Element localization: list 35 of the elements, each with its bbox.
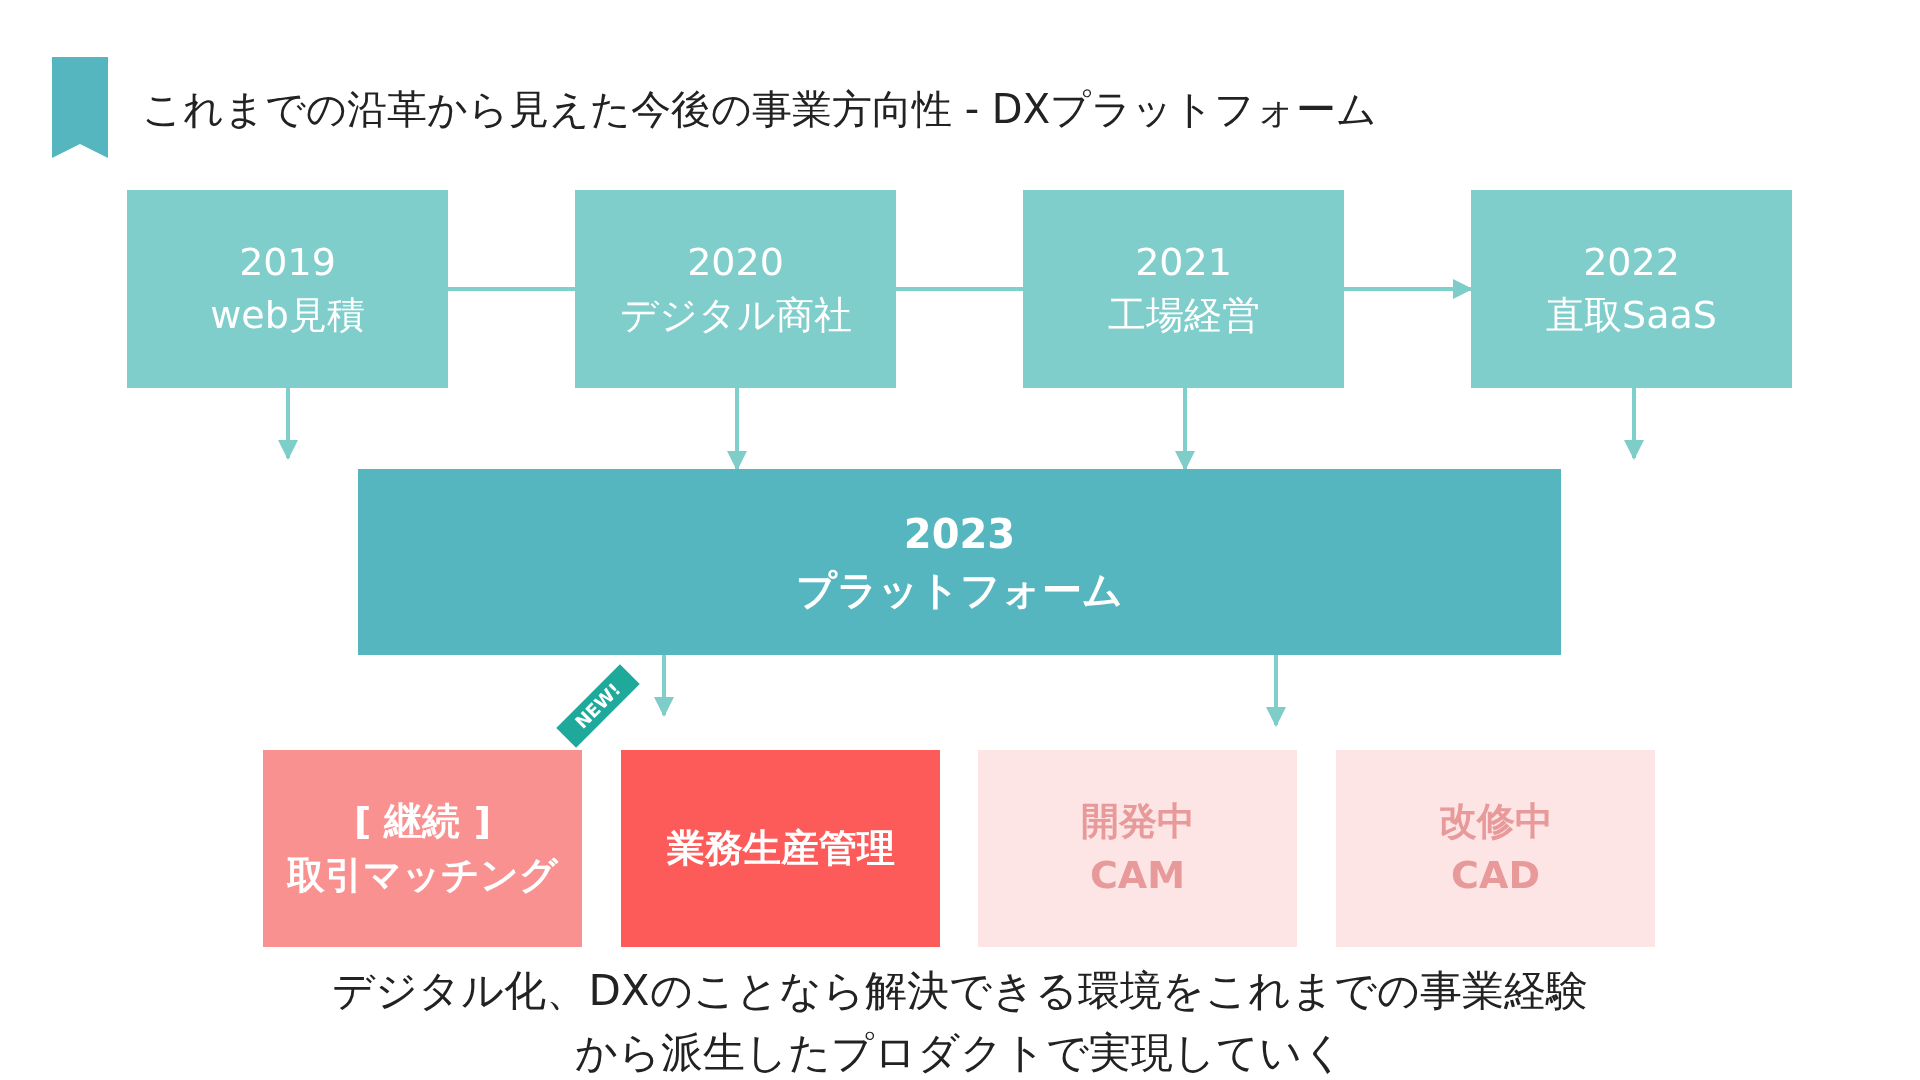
arrow bbox=[1175, 388, 1195, 471]
caption: デジタル化、DXのことなら解決できる環境をこれまでの事業経験から派生したプロダクトで実現していく bbox=[331, 965, 1589, 1079]
arrow bbox=[1344, 279, 1473, 299]
box-label: 開発中 bbox=[1080, 798, 1195, 846]
box-label: 2021 bbox=[1135, 238, 1232, 286]
arrow bbox=[1266, 655, 1286, 727]
year-box bbox=[1471, 190, 1792, 388]
box-label: 改修中 bbox=[1438, 798, 1553, 846]
box-label: CAM bbox=[1089, 851, 1186, 899]
box-label: web見積 bbox=[210, 292, 365, 339]
year-box bbox=[1023, 190, 1344, 388]
year-box bbox=[575, 190, 896, 388]
title: これまでの沿革から見えた今後の事業方向性 - DXプラットフォーム bbox=[142, 85, 1378, 134]
platform-box bbox=[358, 469, 1561, 655]
arrow bbox=[278, 388, 298, 460]
box-label: デジタル商社 bbox=[619, 292, 852, 339]
box-label: 2022 bbox=[1583, 238, 1680, 286]
arrow bbox=[654, 655, 674, 717]
product-box bbox=[621, 750, 940, 947]
box-label: プラットフォーム bbox=[796, 566, 1123, 615]
product-box bbox=[978, 750, 1297, 947]
box-label: [ 継続 ] bbox=[353, 798, 492, 846]
box-label: 工場経営 bbox=[1107, 292, 1260, 339]
arrow bbox=[1624, 388, 1644, 460]
box-label: 2020 bbox=[687, 238, 784, 286]
arrow bbox=[727, 388, 747, 471]
box-label: 取引マッチング bbox=[287, 851, 558, 899]
year-box bbox=[127, 190, 448, 388]
box-label: 直取SaaS bbox=[1546, 292, 1717, 339]
box-label: 2019 bbox=[239, 238, 336, 286]
product-box bbox=[263, 750, 582, 947]
box-label: CAD bbox=[1451, 851, 1540, 899]
product-box bbox=[1336, 750, 1655, 947]
box-label: 業務生産管理 bbox=[666, 824, 895, 872]
box-label: 2023 bbox=[903, 510, 1016, 559]
